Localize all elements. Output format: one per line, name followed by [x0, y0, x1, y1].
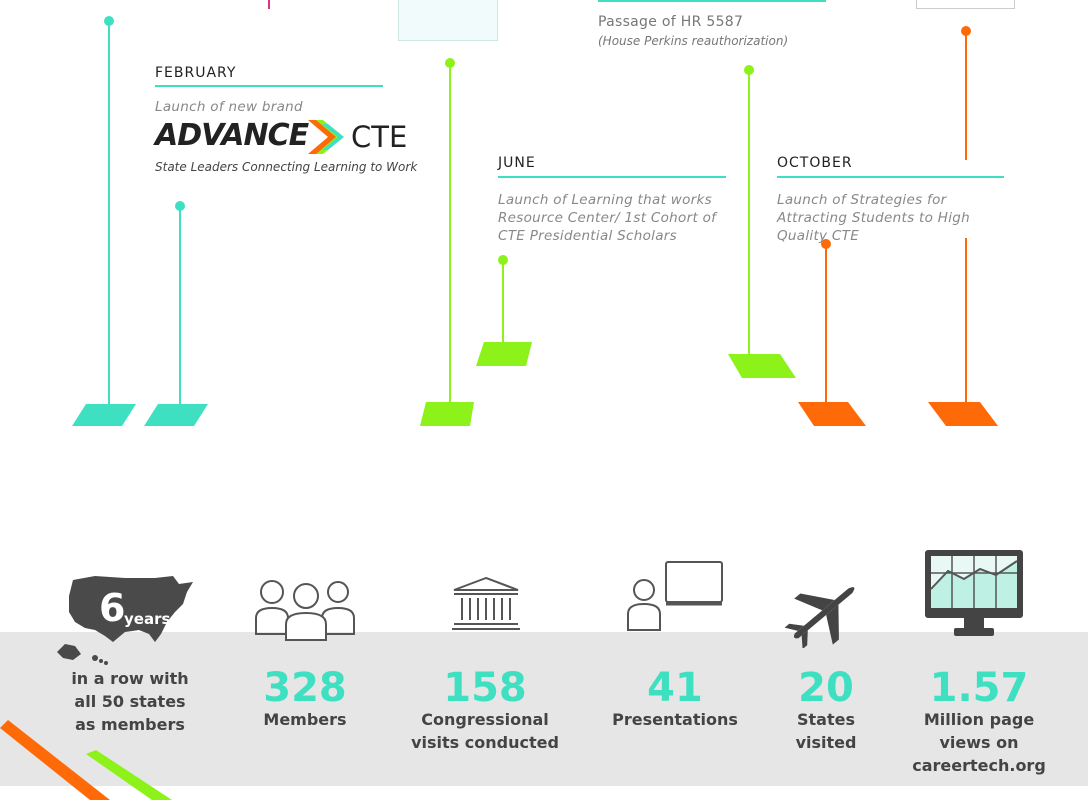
timeline-base [476, 342, 532, 366]
stat-label: in a row with all 50 states as members [71, 669, 189, 734]
top-placeholder-box [398, 0, 498, 41]
timeline-dot [744, 65, 754, 75]
stat-number: 41 [647, 665, 703, 711]
event-month-june: JUNE [498, 155, 536, 171]
people-icon [254, 576, 358, 646]
timeline-stem [965, 32, 967, 160]
timeline-stem [179, 207, 181, 407]
logo-brand-suffix: CTE [351, 120, 408, 154]
timeline-base [928, 402, 998, 426]
event-description: Passage of HR 5587 [598, 14, 744, 30]
timeline-stem [449, 64, 451, 407]
logo-brand-name: ADVANCE [155, 118, 309, 153]
timeline-stem [108, 22, 110, 408]
timeline-base [144, 404, 208, 426]
timeline-stem [825, 245, 827, 407]
stat-label: Congressional visits conducted [411, 710, 559, 752]
top-magenta-mark [268, 0, 270, 9]
event-rule [777, 176, 1004, 178]
years-number: 6 [99, 586, 126, 630]
airplane-icon [780, 576, 870, 652]
presenter-icon [626, 560, 726, 638]
timeline-dot [445, 58, 455, 68]
event-rule [155, 85, 383, 87]
top-right-fragment [916, 0, 1015, 9]
logo-chevron-icon [308, 120, 344, 154]
timeline-stem [748, 71, 750, 358]
timeline-dot [498, 255, 508, 265]
stat-number: 328 [263, 665, 347, 711]
timeline-base [798, 402, 866, 426]
timeline-base [728, 354, 796, 378]
timeline-dot [821, 239, 831, 249]
stat-label: Million page views on careertech.org [912, 710, 1046, 775]
capitol-building-icon [452, 576, 520, 636]
top-teal-rule [598, 0, 826, 2]
stat-number: 158 [443, 665, 527, 711]
stat-number: 20 [798, 665, 854, 711]
years-unit: years [124, 610, 171, 628]
stats-band [0, 632, 1088, 786]
event-month-february: FEBRUARY [155, 65, 237, 81]
timeline-dot [175, 201, 185, 211]
decorative-streaks [0, 720, 172, 800]
timeline-stem [502, 261, 504, 346]
timeline-base [420, 402, 474, 426]
logo-tagline: State Leaders Connecting Learning to Wor… [155, 160, 418, 174]
stat-label: States visited [795, 710, 857, 752]
monitor-chart-icon [924, 549, 1024, 643]
timeline-dot [961, 26, 971, 36]
advance-cte-logo: ADVANCE CTE State Leaders Connecting Lea… [155, 118, 418, 178]
bottom-strip [0, 786, 1088, 800]
event-description: Launch of new brand [155, 99, 303, 115]
timeline-stem [965, 238, 967, 406]
stat-label: Members [263, 710, 347, 729]
stat-number: 1.57 [929, 665, 1029, 711]
stat-label: Presentations [612, 710, 738, 729]
timeline-base [72, 404, 136, 426]
timeline-dot [104, 16, 114, 26]
event-month-october: OCTOBER [777, 155, 853, 171]
event-description: Launch of Learning that works Resource C… [498, 192, 717, 244]
event-description: Launch of Strategies for Attracting Stud… [777, 192, 970, 244]
event-note: (House Perkins reauthorization) [598, 34, 789, 48]
event-rule [498, 176, 726, 178]
us-map-icon: 6 years [55, 572, 200, 667]
